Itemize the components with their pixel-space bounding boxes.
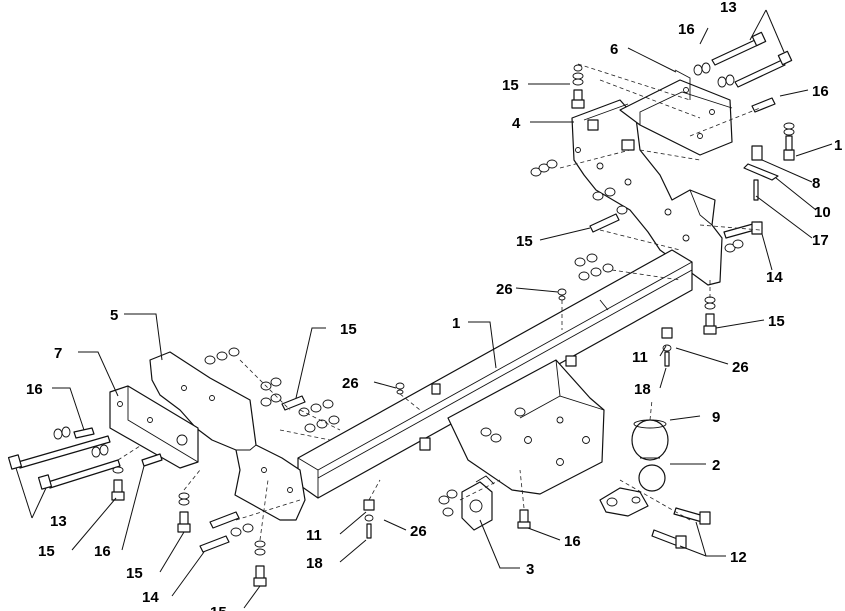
socket-plate	[461, 475, 495, 531]
callout-12: 12	[730, 549, 747, 566]
callout-15-cut: 15	[210, 604, 227, 611]
callout-26-bottom: 26	[410, 523, 427, 540]
callout-17: 17	[812, 232, 829, 249]
assembly-guide-lines	[117, 63, 761, 541]
callout-9: 9	[712, 409, 720, 426]
callout-8: 8	[812, 175, 820, 192]
callout-26-mid: 26	[496, 281, 513, 298]
ball-mount-plate	[447, 359, 605, 495]
callout-16-lower: 16	[94, 543, 111, 560]
callout-2: 2	[712, 457, 720, 474]
callout-1-center: 1	[452, 315, 460, 332]
callout-18-right: 18	[634, 381, 651, 398]
callout-1-right: 1	[834, 137, 842, 154]
lower-plate-left	[109, 385, 199, 469]
callout-14-right: 14	[766, 269, 783, 286]
callout-16-left: 16	[26, 381, 43, 398]
left-side-bracket	[149, 351, 306, 521]
callout-16-right: 16	[812, 83, 829, 100]
callout-3: 3	[526, 561, 534, 578]
tow-ball-cover	[631, 419, 669, 461]
callout-15-mid: 15	[516, 233, 533, 250]
callout-15-top-left: 15	[502, 77, 519, 94]
callout-14-left: 14	[142, 589, 159, 606]
callout-11-right: 11	[632, 349, 648, 366]
leader-lines	[15, 9, 833, 609]
callout-7: 7	[54, 345, 62, 362]
callout-5: 5	[110, 307, 118, 324]
callout-10: 10	[814, 204, 831, 221]
callout-26-right: 26	[732, 359, 749, 376]
upper-plate-right	[587, 69, 733, 156]
callout-15-left: 15	[340, 321, 357, 338]
tow-ball	[599, 464, 666, 517]
callout-15-lower-left: 15	[38, 543, 55, 560]
callout-11-bottom: 11	[306, 527, 322, 544]
callout-18-bottom: 18	[306, 555, 323, 572]
callout-15-right: 15	[768, 313, 785, 330]
callout-4: 4	[512, 115, 521, 132]
callout-26-left: 26	[342, 375, 359, 392]
callout-13-left: 13	[50, 513, 67, 530]
callout-15-bottom: 15	[126, 565, 143, 582]
part-callouts: 13 16 6 15 16 4 1 8 10 17 15 26 14 15 5 …	[26, 0, 842, 611]
callout-16-top: 16	[678, 21, 695, 38]
fasteners	[7, 31, 795, 587]
callout-16-bottom: 16	[564, 533, 581, 550]
callout-13-top: 13	[720, 0, 737, 16]
callout-6: 6	[610, 41, 618, 58]
